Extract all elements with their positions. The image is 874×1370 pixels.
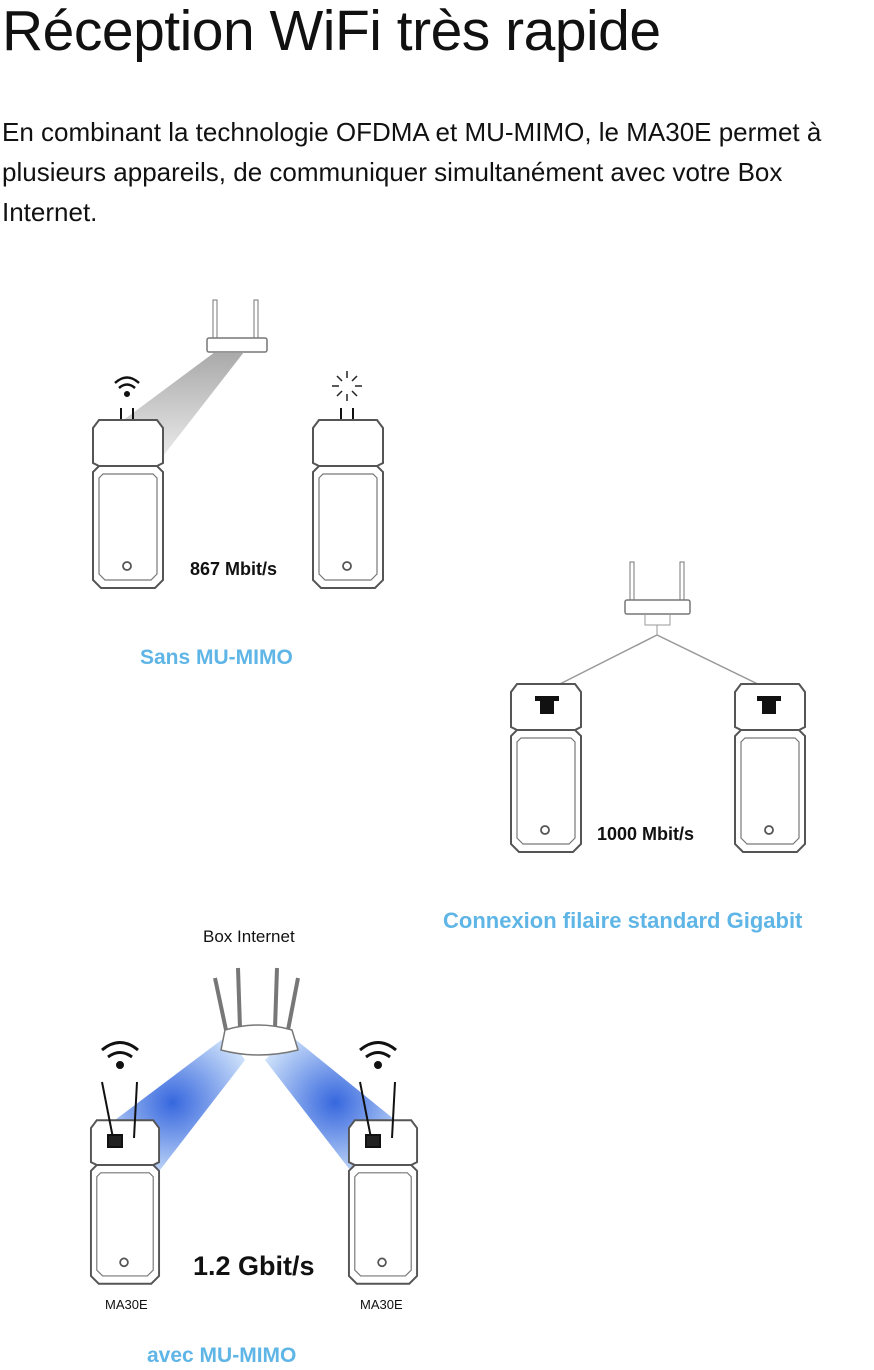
device-label-left: MA30E [105, 1297, 148, 1312]
ethernet-cables [547, 634, 771, 691]
page-title: Réception WiFi très rapide [2, 0, 661, 63]
caption-without-mumimo: Sans MU-MIMO [140, 646, 293, 669]
wifi-icon [101, 1041, 397, 1069]
router-small-icon [624, 561, 691, 635]
router-small-icon [206, 299, 268, 353]
speed-label-with-mumimo: 1.2 Gbit/s [193, 1251, 315, 1281]
device-label-right: MA30E [360, 1297, 403, 1312]
caption-wired: Connexion filaire standard Gigabit [443, 908, 803, 933]
box-internet-label: Box Internet [203, 927, 295, 946]
speed-label-without-mumimo: 867 Mbit/s [190, 559, 278, 579]
speed-label-wired: 1000 Mbit/s [597, 824, 695, 844]
intro-paragraph: En combinant la technologie OFDMA et MU-… [2, 117, 822, 227]
powerline-device-1 [92, 419, 164, 589]
powerline-device-2 [312, 419, 384, 589]
wifi-icon [114, 376, 140, 398]
ma30e-device-right [347, 1119, 419, 1285]
box-internet-router-icon [213, 967, 300, 1056]
ma30e-device-left [89, 1119, 161, 1285]
caption-with-mumimo: avec MU-MIMO [147, 1344, 297, 1367]
wifi-adapter-icon [101, 1081, 396, 1148]
no-signal-icon [332, 371, 362, 401]
